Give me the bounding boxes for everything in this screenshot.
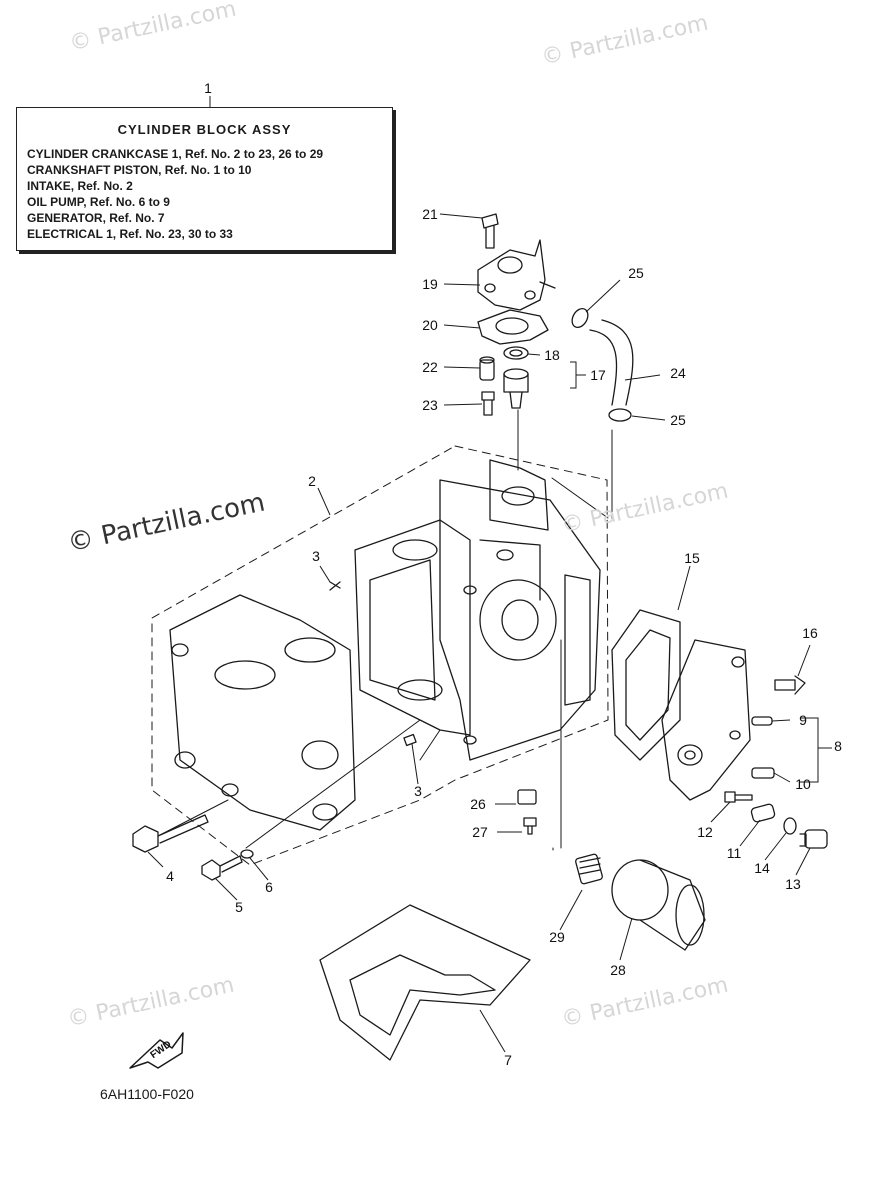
callout-16[interactable]: 16 (802, 625, 818, 641)
crankcase-half (169, 594, 356, 831)
callout-6[interactable]: 6 (265, 879, 273, 895)
callout-3[interactable]: 3 (414, 783, 422, 799)
clamp-25-lower (608, 408, 632, 422)
callout-13[interactable]: 13 (785, 876, 801, 892)
assembly-legend: CYLINDER BLOCK ASSY CYLINDER CRANKCASE 1… (16, 107, 393, 251)
legend-title: CYLINDER BLOCK ASSY (117, 122, 292, 137)
bolt-5 (201, 855, 243, 881)
cylinder-block (439, 459, 601, 761)
bolt-4 (132, 814, 209, 853)
callout-21[interactable]: 21 (422, 206, 438, 222)
callout-8[interactable]: 8 (834, 738, 842, 754)
oil-filter-28 (611, 859, 706, 951)
callout-24[interactable]: 24 (670, 365, 686, 381)
callout-2[interactable]: 2 (308, 473, 316, 489)
callout-9[interactable]: 9 (799, 712, 807, 728)
callout-18[interactable]: 18 (544, 347, 560, 363)
callout-14[interactable]: 14 (754, 860, 770, 876)
bolt-12 (724, 791, 753, 803)
legend-line: ELECTRICAL 1, Ref. No. 23, 30 to 33 (27, 227, 233, 241)
callout-19[interactable]: 19 (422, 276, 438, 292)
callout-5[interactable]: 5 (235, 899, 243, 915)
gasket-7 (319, 904, 531, 1061)
legend-line: OIL PUMP, Ref. No. 6 to 9 (27, 195, 170, 209)
exhaust-cover (661, 639, 751, 801)
callout-25[interactable]: 25 (628, 265, 644, 281)
callout-15[interactable]: 15 (684, 550, 700, 566)
legend-line: CRANKSHAFT PISTON, Ref. No. 1 to 10 (27, 163, 252, 177)
legend-ref-number: 1 (204, 80, 212, 96)
fitting-29 (575, 853, 603, 885)
valve-10 (751, 767, 775, 779)
crankcase (354, 519, 471, 736)
callout-26[interactable]: 26 (470, 796, 486, 812)
callout-25[interactable]: 25 (670, 412, 686, 428)
callout-29[interactable]: 29 (549, 929, 565, 945)
screw-27 (523, 817, 537, 835)
legend-line: CYLINDER CRANKCASE 1, Ref. No. 2 to 23, … (27, 147, 324, 161)
callout-3[interactable]: 3 (312, 548, 320, 564)
washer-6 (240, 849, 254, 859)
legend-line: INTAKE, Ref. No. 2 (27, 179, 133, 193)
dowel-3-upper (329, 581, 341, 591)
callout-12[interactable]: 12 (697, 824, 713, 840)
pin-9 (751, 716, 773, 726)
callout-23[interactable]: 23 (422, 397, 438, 413)
callout-17[interactable]: 17 (590, 367, 606, 383)
hose-24 (589, 319, 634, 406)
plug-13 (799, 829, 828, 849)
thermostat-17 (503, 368, 529, 409)
seal-18 (503, 346, 529, 360)
callout-20[interactable]: 20 (422, 317, 438, 333)
clamp-25-upper (571, 308, 589, 328)
washer-14 (783, 817, 797, 835)
callout-22[interactable]: 22 (422, 359, 438, 375)
callout-27[interactable]: 27 (472, 824, 488, 840)
fwd-arrow-icon (129, 1032, 184, 1069)
diagram-code: 6AH1100-F020 (100, 1086, 194, 1102)
collar-11 (750, 803, 776, 823)
dowel-3-lower (403, 733, 417, 747)
gasket-15 (611, 609, 681, 761)
bolt-21 (481, 213, 499, 249)
callout-28[interactable]: 28 (610, 962, 626, 978)
bolt-16 (774, 675, 806, 695)
cap-22 (479, 356, 495, 381)
fitting-26 (517, 789, 537, 805)
callout-7[interactable]: 7 (504, 1052, 512, 1068)
callout-4[interactable]: 4 (166, 868, 174, 884)
bolt-23 (481, 391, 495, 416)
legend-line: GENERATOR, Ref. No. 7 (27, 211, 165, 225)
gasket-20 (477, 309, 549, 345)
callout-11[interactable]: 11 (726, 845, 742, 861)
callout-10[interactable]: 10 (795, 776, 811, 792)
leader-lines (147, 96, 832, 1053)
thermostat-cover (477, 239, 556, 311)
